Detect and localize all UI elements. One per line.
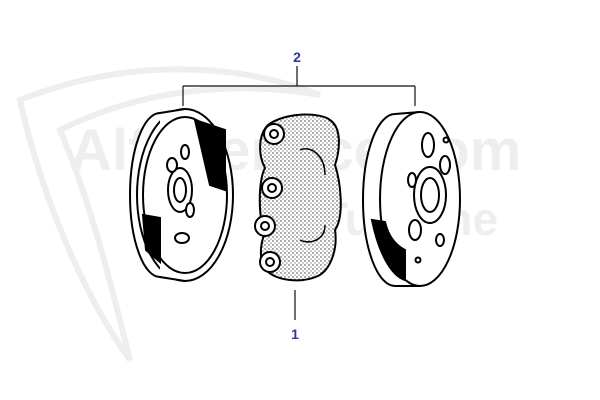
right-brake-drum-half: [362, 111, 461, 287]
center-housing: [254, 113, 342, 282]
callout-2-leader: [182, 66, 416, 106]
watermark-swoosh-icon: [16, 66, 322, 362]
callout-label-2[interactable]: 2: [293, 49, 301, 65]
callout-label-1[interactable]: 1: [291, 326, 299, 342]
left-brake-drum-half: [129, 108, 234, 282]
